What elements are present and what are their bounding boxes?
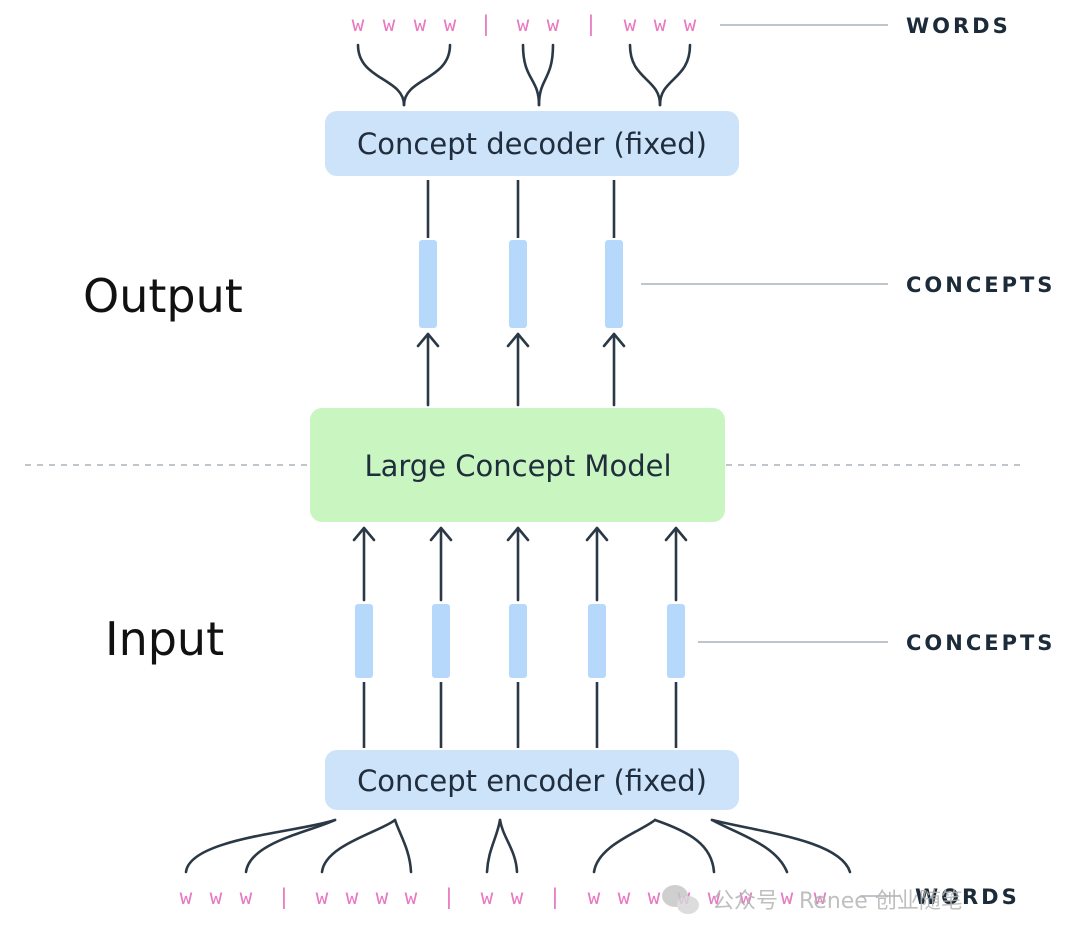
watermark-text: 公众号 · Renee 创业随笔 (712, 889, 963, 914)
word-token: w (352, 12, 365, 36)
concepts-label-top: CONCEPTS (906, 273, 1055, 297)
word-token: w (814, 885, 827, 909)
concept-bar (509, 240, 527, 328)
token-separator: | (443, 885, 456, 910)
word-token: w (383, 12, 396, 36)
word-token: w (511, 885, 524, 909)
word-token: w (405, 885, 418, 909)
concept-decoder-label: Concept decoder (fixed) (357, 127, 707, 161)
token-separator: | (549, 885, 562, 910)
top-merge-curve (521, 43, 541, 107)
bottom-split-curve (244, 818, 337, 874)
concept-bar (588, 604, 606, 678)
large-concept-model-label: Large Concept Model (364, 449, 671, 483)
concept-encoder-label: Concept encoder (fixed) (357, 764, 707, 798)
word-token: w (180, 885, 193, 909)
bottom-split-curve (653, 818, 716, 874)
up-arrow-icon (506, 332, 530, 407)
word-token: w (376, 885, 389, 909)
token-separator: | (585, 12, 598, 37)
concept-bar (355, 604, 373, 678)
up-arrow-icon (506, 526, 530, 602)
word-token: w (708, 885, 721, 909)
word-token: w (481, 885, 494, 909)
concept-bar (605, 240, 623, 328)
token-separator: | (278, 885, 291, 910)
watermark: 公众号 · Renee 创业随笔 (662, 885, 963, 914)
bottom-split-curve (710, 818, 852, 874)
top-merge-curve (537, 43, 555, 107)
word-token: w (547, 12, 560, 36)
concept-bar (667, 604, 685, 678)
decoder-concept-lines (426, 180, 616, 238)
section-label-input: Input (105, 612, 224, 666)
bottom-split-curve (498, 818, 519, 874)
top-merge-curve (402, 43, 452, 107)
lcm-input-arrows (352, 526, 688, 602)
word-token: w (346, 885, 359, 909)
words-label-bottom: WORDS (915, 885, 1020, 909)
word-token: w (654, 12, 667, 36)
encoder-concept-lines (362, 682, 678, 748)
top-merge-curve (628, 43, 662, 107)
concepts-label-bottom: CONCEPTS (906, 631, 1055, 655)
top-merge-curve (658, 43, 692, 107)
top-merge-curves (356, 43, 692, 107)
bottom-split-curves (184, 818, 852, 874)
concept-bar (432, 604, 450, 678)
word-token: w (444, 12, 457, 36)
word-token: w (740, 885, 753, 909)
word-token: w (414, 12, 427, 36)
word-token: w (618, 885, 631, 909)
word-token: w (517, 12, 530, 36)
word-token: w (240, 885, 253, 909)
word-token: w (684, 12, 697, 36)
up-arrow-icon (429, 526, 453, 602)
word-token: w (588, 885, 601, 909)
large-concept-model-box: Large Concept Model (310, 408, 725, 522)
up-arrow-icon (585, 526, 609, 602)
bottom-concept-bars (355, 604, 685, 678)
bottom-split-curve (184, 818, 337, 874)
word-token: w (648, 885, 661, 909)
bottom-split-curve (320, 818, 397, 874)
token-separator: | (480, 12, 493, 37)
wechat-icon (662, 885, 699, 914)
words-label-top: WORDS (906, 14, 1011, 38)
bottom-split-curve (710, 818, 789, 874)
top-concept-bars (419, 240, 623, 328)
concept-bar (509, 604, 527, 678)
word-token: w (624, 12, 637, 36)
lcm-output-arrows (416, 332, 626, 407)
concept-decoder-box: Concept decoder (fixed) (325, 111, 739, 176)
up-arrow-icon (352, 526, 376, 602)
bottom-split-curve (592, 818, 657, 874)
section-label-output: Output (83, 269, 243, 323)
concept-encoder-box: Concept encoder (fixed) (325, 750, 739, 810)
bottom-split-curve (485, 818, 502, 874)
word-token: w (316, 885, 329, 909)
concept-bar (419, 240, 437, 328)
up-arrow-icon (602, 332, 626, 407)
top-merge-curve (356, 43, 406, 107)
word-token: w (210, 885, 223, 909)
bottom-split-curve (393, 818, 413, 874)
up-arrow-icon (664, 526, 688, 602)
word-token: w (781, 885, 794, 909)
up-arrow-icon (416, 332, 440, 407)
